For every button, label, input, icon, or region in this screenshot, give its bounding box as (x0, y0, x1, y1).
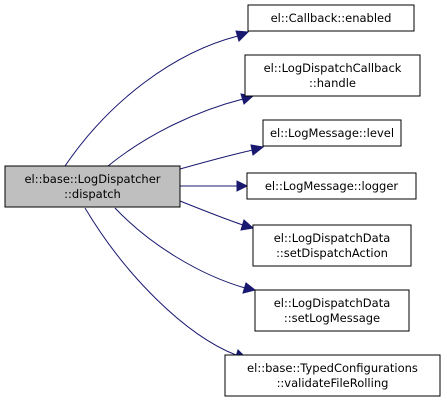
node-box (252, 224, 412, 267)
edge-to-typedconfigurations-validatefilerolling (84, 207, 237, 356)
edge-head-logdispatchdata-setdispatchaction (240, 219, 255, 231)
edge-head-logmessage-logger (236, 180, 249, 192)
edge-to-logdispatchdata-setlogmessage (114, 207, 246, 289)
edge-head-logmessage-level (250, 144, 265, 156)
edge-head-callback-enabled (235, 30, 250, 42)
node-label-line1: el::LogDispatchData (274, 296, 391, 310)
node-source-label-line1: el::base::LogDispatcher (24, 172, 160, 186)
node-box (262, 119, 402, 147)
node-callback-enabled[interactable]: el::Callback::enabled (247, 4, 415, 32)
edge-to-callback-enabled (64, 35, 239, 167)
node-label-line1: el::LogDispatchCallback (264, 61, 402, 75)
node-label-line2: ::handle (309, 76, 356, 90)
node-label: el::LogMessage::logger (265, 179, 399, 193)
edge-head-logdispatchdata-setlogmessage (242, 282, 257, 294)
node-box (247, 4, 415, 32)
node-source-box (4, 165, 181, 208)
node-logdispatchdata-setdispatchaction[interactable]: el::LogDispatchData ::setDispatchAction (252, 224, 412, 267)
node-label-line1: el::base::TypedConfigurations (247, 361, 418, 375)
node-source-logdispatcher-dispatch[interactable]: el::base::LogDispatcher ::dispatch (4, 165, 181, 208)
node-box (224, 354, 441, 397)
node-source-label-line2: ::dispatch (64, 187, 121, 201)
node-label: el::Callback::enabled (271, 11, 392, 25)
node-box (244, 54, 421, 97)
node-label-line2: ::setLogMessage (284, 311, 380, 325)
node-label-line2: ::setDispatchAction (276, 246, 388, 260)
node-logmessage-level[interactable]: el::LogMessage::level (262, 119, 402, 147)
edge-to-logdispatchdata-setdispatchaction (179, 200, 244, 226)
node-logdispatchdata-setlogmessage[interactable]: el::LogDispatchData ::setLogMessage (254, 289, 410, 332)
node-label-line1: el::LogDispatchData (274, 231, 391, 245)
node-box (246, 172, 417, 200)
node-label: el::LogMessage::level (270, 126, 394, 140)
node-logdispatchcallback-handle[interactable]: el::LogDispatchCallback ::handle (244, 54, 421, 97)
node-logmessage-logger[interactable]: el::LogMessage::logger (246, 172, 417, 200)
edge-to-logmessage-level (179, 149, 254, 170)
node-typedconfigurations-validatefilerolling[interactable]: el::base::TypedConfigurations ::validate… (224, 354, 441, 397)
node-label-line2: ::validateFileRolling (277, 376, 389, 390)
edge-to-logdispatchcallback-handle (107, 98, 244, 167)
node-box (254, 289, 410, 332)
target-nodes: el::Callback::enabled el::LogDispatchCal… (224, 4, 441, 397)
